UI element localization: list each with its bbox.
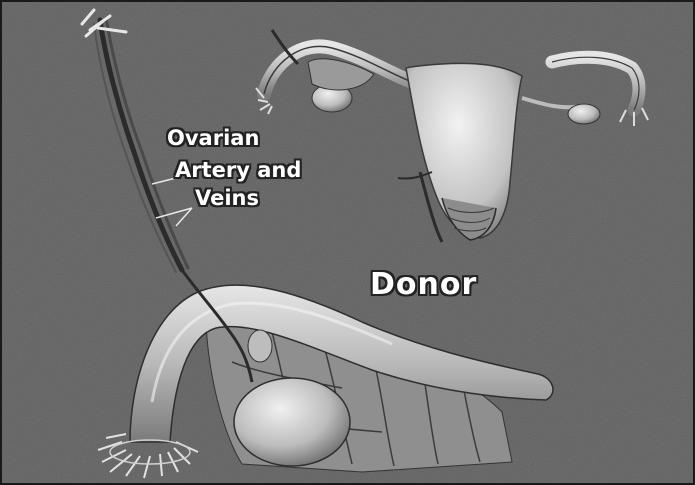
ovarian-vessels-label-line3: Veins <box>195 188 259 209</box>
ovarian-vessels-label-line2: Artery and <box>175 160 301 181</box>
top-right-ovary <box>568 104 600 124</box>
enlarged-ovary <box>234 378 350 466</box>
donor-label: Donor <box>370 270 477 300</box>
ovarian-vessels-label-line1: Ovarian <box>167 128 259 149</box>
